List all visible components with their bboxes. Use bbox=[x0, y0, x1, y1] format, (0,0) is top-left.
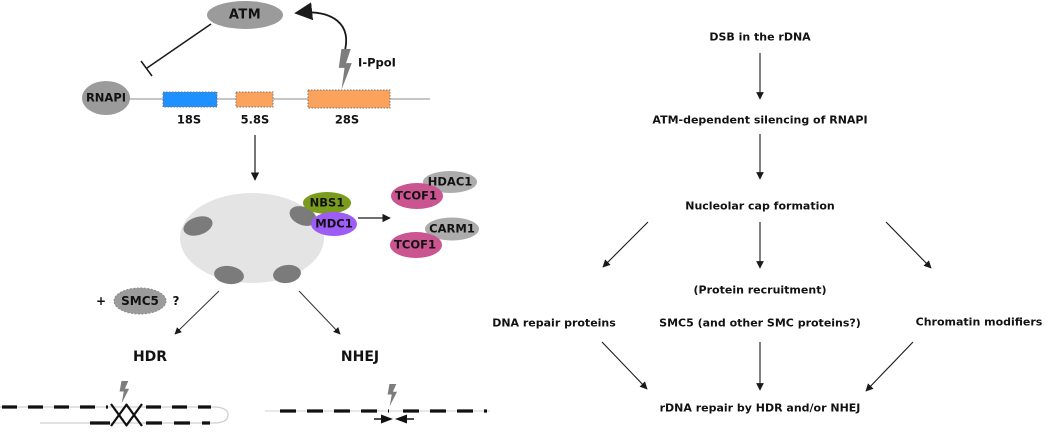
atm-ellipse bbox=[207, 1, 283, 29]
gene-label-5-8s: 5.8S bbox=[240, 112, 270, 127]
nhej-break-bolt-icon bbox=[387, 384, 398, 407]
flowchart-step-atm-silencing: ATM-dependent silencing of RNAPI bbox=[652, 113, 868, 127]
ippoi-label: I-PpoI bbox=[358, 55, 396, 70]
flowchart-branch-smc5: SMC5 (and other SMC proteins?) bbox=[659, 316, 861, 330]
flowchart-step-protein-recruitment: (Protein recruitment) bbox=[693, 283, 827, 297]
gene-box-5-8s bbox=[235, 91, 274, 108]
flowchart-step-dsb: DSB in the rDNA bbox=[709, 30, 811, 44]
flowchart-step-final-repair: rDNA repair by HDR and/or NHEJ bbox=[659, 401, 861, 415]
nucleolar-cap-bottom-left bbox=[214, 265, 244, 285]
tcof1-top-label: TCOF1 bbox=[395, 188, 437, 203]
carm1-label: CARM1 bbox=[429, 221, 475, 236]
holliday-junction-crossovers bbox=[110, 403, 143, 427]
nucleolar-cap-bottom-right bbox=[273, 264, 301, 284]
tcof1-top-ellipse bbox=[391, 183, 443, 209]
nucleolar-cap-top-right bbox=[289, 206, 317, 226]
smc5-label: SMC5 bbox=[121, 294, 159, 308]
flowchart-arrows bbox=[601, 53, 932, 392]
gene-label-28s: 28S bbox=[334, 112, 360, 127]
rnapi-ellipse bbox=[82, 81, 130, 115]
nhej-joining-arrows bbox=[374, 414, 414, 424]
gene-box-28s bbox=[307, 89, 391, 109]
mdc1-ellipse bbox=[311, 212, 357, 236]
smc5-question-mark: ? bbox=[172, 294, 180, 308]
nbs1-label: NBS1 bbox=[309, 195, 345, 210]
tcof1-bottom-ellipse bbox=[390, 232, 442, 258]
tcof1-bottom-label: TCOF1 bbox=[394, 237, 436, 252]
hdr-break-bolt-icon bbox=[119, 381, 130, 404]
smc5-ellipse bbox=[113, 287, 167, 315]
bolt-to-atm-arrow bbox=[294, 2, 347, 55]
hdr-pathway-label: HDR bbox=[132, 349, 168, 365]
nbs1-ellipse bbox=[303, 192, 351, 214]
inhibition-line bbox=[146, 23, 212, 69]
nhej-pathway-label: NHEJ bbox=[340, 349, 380, 365]
ippoi-bolt-icon bbox=[338, 49, 352, 90]
nucleolus-ellipse bbox=[180, 193, 324, 283]
cap-to-nhej-arrow bbox=[298, 290, 341, 335]
nucleolar-cap-left bbox=[183, 216, 213, 236]
gene-label-18s: 18S bbox=[176, 112, 202, 127]
inhibition-tbar bbox=[140, 60, 153, 77]
flowchart-step-cap-formation: Nucleolar cap formation bbox=[685, 199, 835, 213]
flowchart-branch-dna-repair: DNA repair proteins bbox=[492, 316, 616, 330]
rnapi-label: RNAPI bbox=[85, 90, 127, 105]
hdac1-label: HDAC1 bbox=[427, 174, 473, 189]
smc5-plus-sign: + bbox=[95, 294, 107, 308]
atm-label: ATM bbox=[228, 7, 262, 23]
gene-box-18s bbox=[162, 91, 218, 108]
mdc1-label: MDC1 bbox=[315, 216, 353, 231]
cap-to-hdr-arrow bbox=[174, 290, 220, 335]
flowchart-branch-chromatin-modifiers: Chromatin modifiers bbox=[915, 315, 1043, 329]
hdr-dna-hairpin bbox=[0, 406, 229, 424]
carm1-ellipse bbox=[425, 217, 479, 241]
